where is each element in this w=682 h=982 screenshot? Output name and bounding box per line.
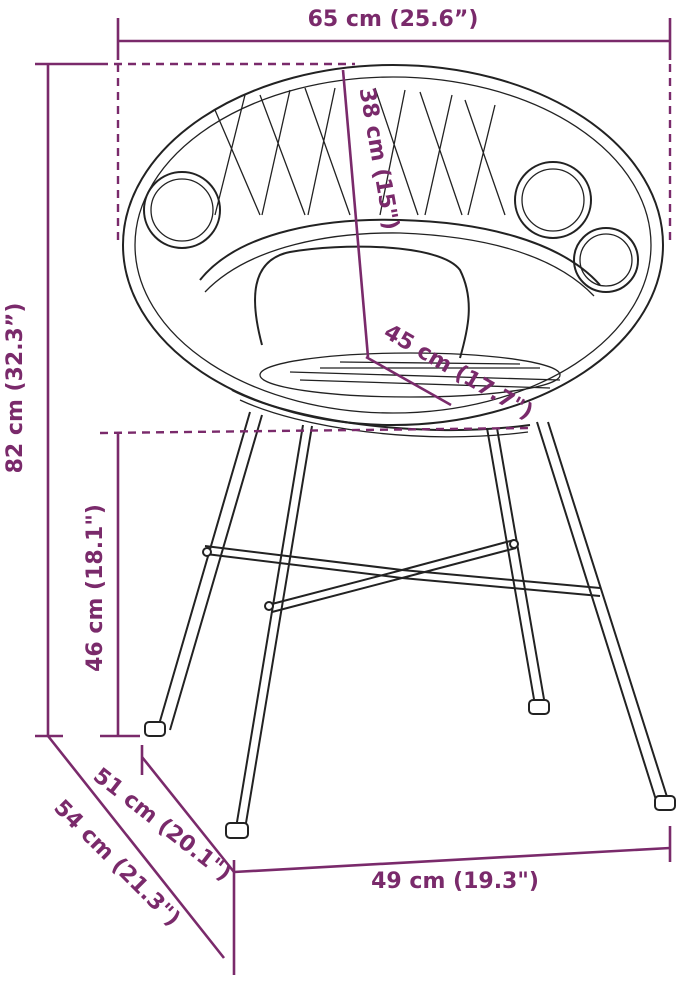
right-ring-upper <box>514 161 592 239</box>
dimension-labels: 65 cm (25.6”) 82 cm (32.3”) 38 cm (15") … <box>3 7 539 932</box>
cross-braces <box>204 539 601 613</box>
seat-weave <box>289 361 561 389</box>
brace-bolt-right <box>509 539 519 549</box>
label-backrest-height: 38 cm (15") <box>354 86 404 232</box>
left-ring <box>143 171 221 249</box>
inner-seat-rim-2 <box>204 232 595 297</box>
left-ring-inner <box>150 178 214 242</box>
label-width-top: 65 cm (25.6”) <box>308 7 479 32</box>
brace-bolt-left <box>202 547 212 557</box>
label-height-total: 82 cm (32.3”) <box>3 303 28 474</box>
label-seat-height: 46 cm (18.1") <box>83 504 108 672</box>
foot-front-left <box>225 822 249 839</box>
foot-front-right <box>654 795 676 811</box>
outer-hoop <box>122 64 664 426</box>
chair-drawing <box>122 64 676 839</box>
brace-bolt-front <box>264 601 274 611</box>
dimension-lines <box>35 18 672 975</box>
right-ring-lower <box>573 227 639 293</box>
back-support-loop <box>254 245 470 359</box>
right-ring-upper-inner <box>521 168 585 232</box>
label-seat-depth: 45 cm (17.7") <box>379 320 537 426</box>
foot-back-right <box>528 699 550 715</box>
outer-hoop-inner-edge <box>134 76 652 414</box>
seat-surface <box>259 352 561 398</box>
foot-back-left <box>144 721 166 737</box>
legs <box>157 411 669 830</box>
back-weave <box>214 87 506 216</box>
label-width-legs: 49 cm (19.3") <box>371 869 539 894</box>
right-ring-lower-inner <box>579 233 633 287</box>
front-rim-2 <box>239 399 529 438</box>
inner-seat-rim <box>199 218 601 286</box>
